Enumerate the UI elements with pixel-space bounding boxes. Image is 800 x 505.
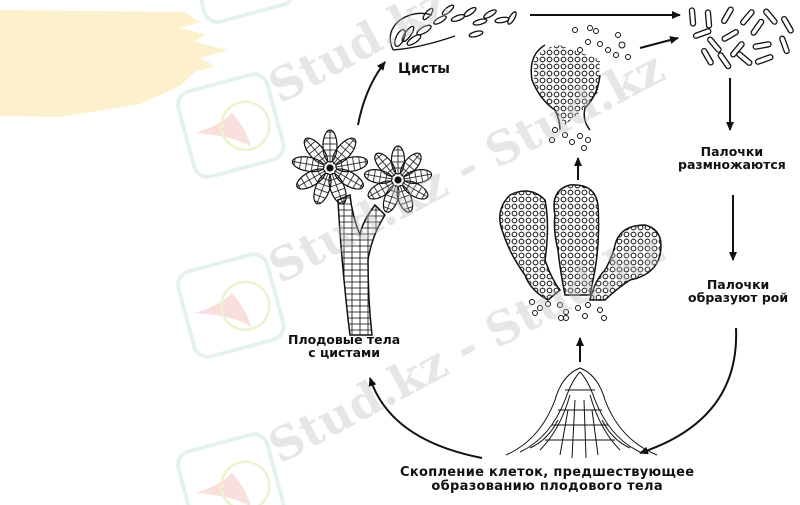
label-aggregation-line1: Скопление клеток, предшествующее [400,465,695,480]
bursting-sporangium [530,25,631,151]
cell-aggregation-mound [505,367,658,459]
cysts-illustration [389,4,517,51]
arrow-fruiting-body-to-cysts [357,61,386,126]
label-rods-swarm-line1: Палочки [706,277,770,292]
arrow-aggregation-to-fruiting-body [368,377,483,459]
cycle-arrows [357,11,738,459]
label-rods-swarm: Палочки образуют рой [688,278,788,304]
label-cysts: Цисты [398,61,450,77]
label-fruiting-bodies: Плодовые тела с цистами [288,333,400,359]
watermark-logo [176,0,296,505]
brush-stroke-decoration [0,10,228,117]
arrow-sporangium-to-rods [639,36,679,49]
arrow-swarm-to-aggregation [639,327,738,455]
rods-illustration [688,6,794,70]
label-fruiting-bodies-line1: Плодовые тела [288,332,401,347]
label-aggregation: Скопление клеток, предшествующее образов… [400,466,694,493]
label-rods-multiply-line1: Палочки [700,144,764,159]
label-fruiting-bodies-line2: с цистами [308,345,381,361]
label-rods-multiply-line2: размножаются [678,157,786,173]
fruiting-body-tree [291,129,433,336]
label-rods-swarm-line2: образуют рой [688,290,789,306]
sporangia-cluster [499,184,662,321]
label-aggregation-line2: образованию плодового тела [431,478,663,494]
label-rods-multiply: Палочки размножаются [678,145,786,171]
